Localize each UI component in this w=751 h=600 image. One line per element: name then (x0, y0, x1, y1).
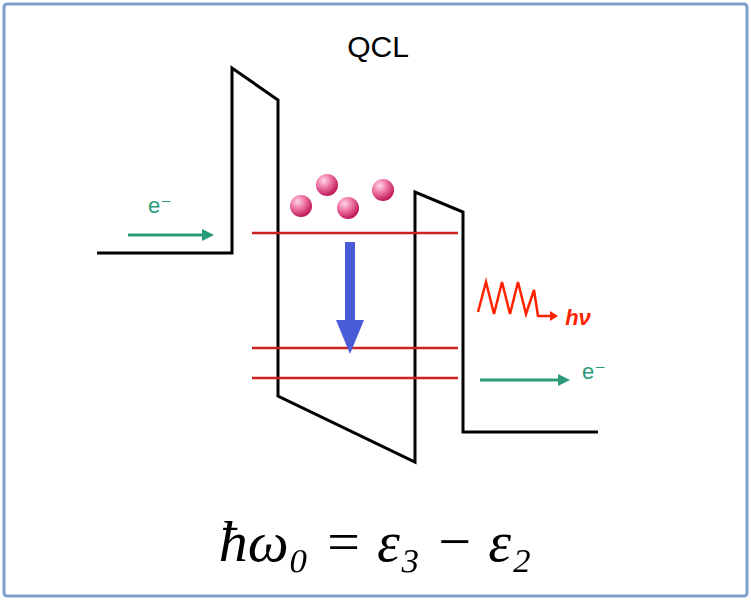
frame-border (4, 4, 747, 596)
transition-arrow-shaft (345, 242, 355, 322)
electron-flow-arrowhead (558, 374, 570, 386)
energy-level (252, 232, 458, 235)
photon-wave (478, 282, 556, 316)
photon-label: hν (565, 306, 591, 330)
conduction-band (97, 68, 598, 462)
energy-level (252, 347, 458, 350)
electron-label-box: e⁻ (148, 194, 172, 218)
electron-flow-arrow (128, 234, 204, 237)
electron-dot (316, 174, 338, 196)
electron-flow-arrow (480, 379, 560, 382)
energy-equation-box: ħω₀ = ε₃ − ε₂ (219, 510, 531, 574)
electron-flow-arrowhead (202, 229, 214, 241)
electron-label: e⁻ (148, 194, 172, 218)
electron-dot (290, 195, 312, 217)
transition-arrow-head (336, 320, 364, 354)
electron-dot (372, 179, 394, 201)
electron-label-box: e⁻ (582, 360, 606, 384)
device-title: QCL (347, 30, 409, 63)
energy-level (252, 377, 458, 380)
electron-dot (337, 197, 359, 219)
photon-wave-head (550, 311, 558, 321)
device-title-box: QCL (347, 30, 409, 63)
photon-label-box: hν (565, 306, 591, 330)
electron-label: e⁻ (582, 360, 606, 384)
energy-equation: ħω₀ = ε₃ − ε₂ (219, 510, 531, 574)
